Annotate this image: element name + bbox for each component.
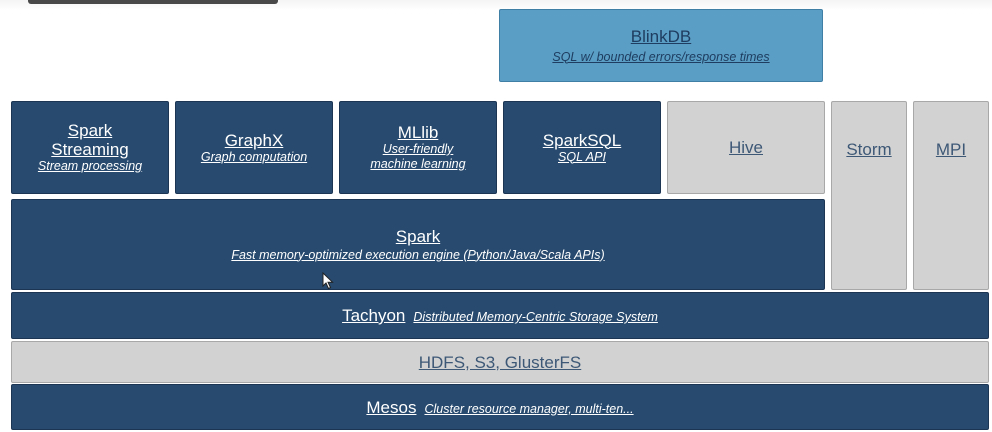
sparksql-title: SparkSQL	[542, 130, 622, 150]
spark-subtitle: Fast memory-optimized execution engine (…	[231, 247, 605, 262]
mpi-title: MPI	[935, 140, 967, 159]
storage-label: HDFS, S3, GlusterFS	[418, 352, 582, 372]
storage-box: HDFS, S3, GlusterFS	[11, 341, 989, 383]
cropped-slide-title	[28, 0, 278, 4]
graphx-title: GraphX	[224, 130, 284, 150]
tachyon-row: Tachyon Distributed Memory-Centric Stora…	[342, 306, 658, 325]
mllib-title: MLlib	[397, 123, 439, 142]
graphx-box: GraphX Graph computation	[175, 101, 333, 194]
storm-box: Storm	[831, 101, 907, 290]
hive-title: Hive	[728, 138, 763, 157]
mesos-title: Mesos	[366, 397, 417, 417]
sparksql-box: SparkSQL SQL API	[503, 101, 661, 194]
mouse-cursor-icon	[322, 272, 334, 290]
storm-title: Storm	[846, 140, 892, 159]
graphx-subtitle: Graph computation	[200, 149, 308, 164]
mesos-subtitle: Cluster resource manager, multi-ten...	[424, 401, 634, 416]
sparksql-subtitle: SQL API	[558, 149, 606, 164]
spark-streaming-subtitle: Stream processing	[37, 159, 143, 173]
blinkdb-box: BlinkDB SQL w/ bounded errors/response t…	[499, 9, 823, 82]
tachyon-subtitle: Distributed Memory-Centric Storage Syste…	[413, 310, 658, 324]
spark-title: Spark	[395, 226, 441, 246]
spark-streaming-title: Spark Streaming	[51, 121, 129, 159]
mesos-row: Mesos Cluster resource manager, multi-te…	[366, 398, 633, 417]
blinkdb-subtitle: SQL w/ bounded errors/response times	[552, 49, 770, 64]
mpi-box: MPI	[913, 101, 989, 290]
hive-box: Hive	[667, 101, 825, 194]
mllib-box: MLlib User-friendly machine learning	[339, 101, 497, 194]
mllib-subtitle: User-friendly machine learning	[370, 142, 466, 171]
tachyon-box: Tachyon Distributed Memory-Centric Stora…	[11, 292, 989, 339]
blinkdb-title: BlinkDB	[630, 26, 692, 46]
top-strip	[0, 0, 992, 10]
tachyon-title: Tachyon	[342, 306, 406, 325]
spark-box: Spark Fast memory-optimized execution en…	[11, 199, 825, 290]
mesos-box: Mesos Cluster resource manager, multi-te…	[11, 384, 989, 430]
spark-streaming-box: Spark Streaming Stream processing	[11, 101, 169, 194]
